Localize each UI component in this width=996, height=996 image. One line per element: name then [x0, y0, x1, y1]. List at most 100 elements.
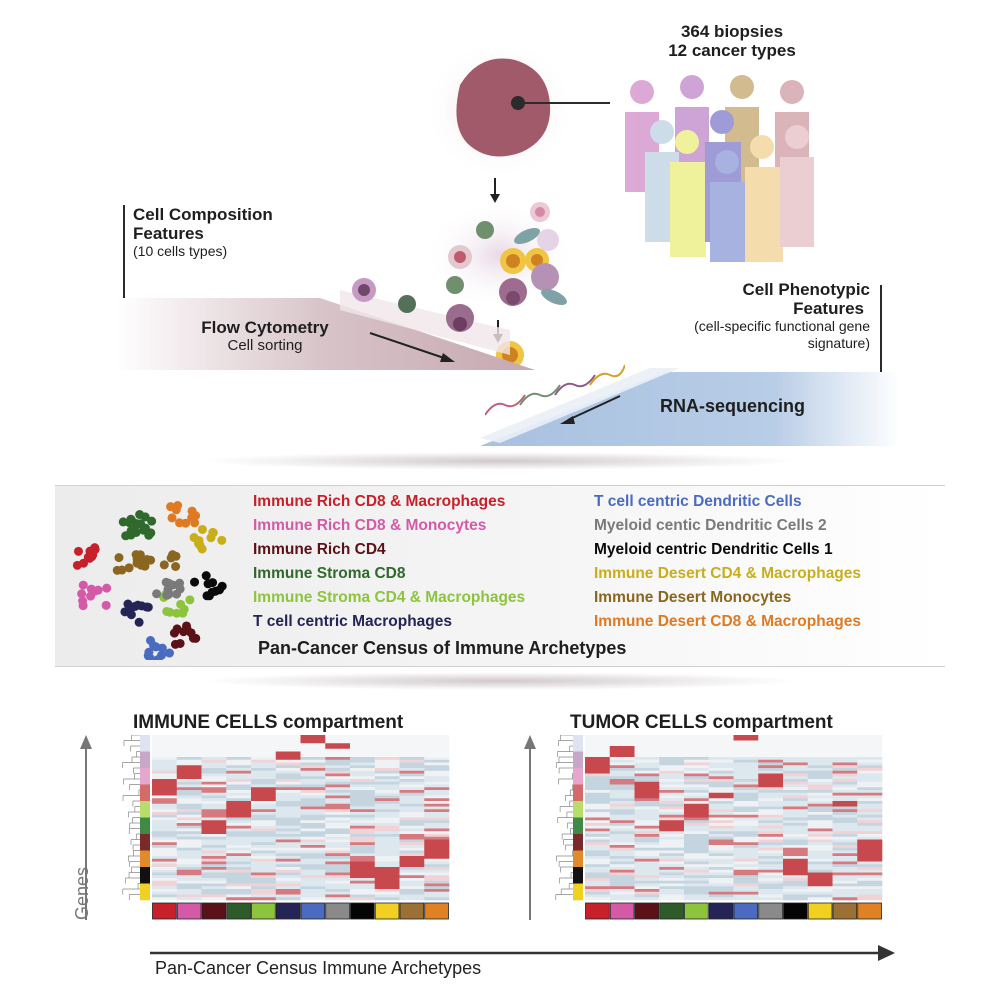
heatmap-cell [424, 809, 450, 813]
heatmap-cell [201, 864, 227, 868]
heatmap-cell [399, 891, 425, 895]
heatmap-cell [634, 825, 660, 829]
heatmap-cell [152, 878, 178, 882]
heatmap-cell [275, 812, 301, 816]
heatmap-cell [226, 773, 252, 777]
heatmap-cell [201, 856, 227, 860]
heatmap-cell [758, 812, 784, 816]
heatmap-cell [634, 759, 660, 763]
heatmap-cell [275, 787, 301, 791]
heatmap-cell [176, 845, 202, 849]
heatmap-cell [708, 891, 734, 895]
heatmap-cell [374, 836, 400, 840]
archetype-color-swatch [634, 902, 660, 920]
heatmap-cell [609, 856, 635, 860]
gene-cluster-color [140, 768, 150, 772]
heatmap-cell [201, 889, 227, 893]
heatmap-cell [275, 823, 301, 827]
heatmap-cell [634, 754, 660, 758]
heatmap-cell [424, 869, 450, 873]
heatmap-cell [807, 823, 833, 827]
heatmap-cell [374, 847, 400, 851]
heatmap-cell [424, 878, 450, 882]
heatmap-cell [857, 856, 883, 860]
heatmap-cell [758, 889, 784, 893]
heatmap-cell [424, 770, 450, 774]
heatmap-cell [708, 751, 734, 755]
heatmap-cell [832, 856, 858, 860]
heatmap-cell [176, 839, 202, 843]
heatmap-cell [176, 740, 202, 744]
heatmap-cell [708, 768, 734, 772]
heatmap-cell [684, 886, 710, 890]
heatmap-cell [424, 757, 450, 761]
heatmap-cell [807, 864, 833, 868]
heatmap-cell [275, 751, 301, 755]
heatmap-cell [176, 864, 202, 868]
heatmap-cell [226, 790, 252, 794]
heatmap-cell [783, 875, 809, 879]
heatmap-cell [585, 831, 611, 835]
gene-cluster-color [140, 776, 150, 780]
heatmap-cell [374, 776, 400, 780]
heatmap-cell [609, 792, 635, 796]
heatmap-cell [325, 803, 351, 807]
heatmap-cell [832, 886, 858, 890]
heatmap-cell [201, 792, 227, 796]
dendrogram-branch [559, 806, 573, 812]
dendrogram-branch [129, 784, 140, 790]
heatmap-cell [659, 746, 685, 750]
heatmap-cell [300, 770, 326, 774]
heatmap-cell [609, 776, 635, 780]
heatmap-cell [758, 875, 784, 879]
heatmap-cell [857, 842, 883, 846]
heatmap-cell [226, 842, 252, 846]
heatmap-cell [684, 759, 710, 763]
dendrogram-branch [569, 745, 573, 752]
dendrogram-branch [132, 800, 140, 807]
heatmap-cell [350, 845, 376, 849]
cluster-point [188, 633, 198, 643]
heatmap-cell [325, 798, 351, 802]
heatmap-cell [758, 847, 784, 851]
heatmap-cell [733, 787, 759, 791]
heatmap-cell [201, 858, 227, 862]
heatmap-cell [585, 762, 611, 766]
heatmap-cell [585, 817, 611, 821]
heatmap-cell [585, 751, 611, 755]
archetype-label: Immune Rich CD8 & Monocytes [253, 517, 487, 534]
heatmap-cell [300, 803, 326, 807]
heatmap-cell [783, 897, 809, 901]
heatmap-cell [684, 845, 710, 849]
heatmap-cell [832, 765, 858, 769]
heatmap-cell [300, 847, 326, 851]
heatmap-cell [857, 792, 883, 796]
heatmap-cell [684, 776, 710, 780]
heatmap-cell [152, 748, 178, 752]
gene-cluster-color [573, 869, 583, 873]
heatmap-cell [152, 740, 178, 744]
heatmap-cell [300, 809, 326, 813]
cluster-point [201, 571, 211, 581]
heatmap-cell [857, 834, 883, 838]
heatmap-cell [350, 790, 376, 794]
heatmap-cell [201, 847, 227, 851]
heatmap-cell [275, 759, 301, 763]
heatmap-cell [609, 869, 635, 873]
cluster-point [89, 586, 99, 596]
heatmap-cell [783, 751, 809, 755]
heatmap-cell [152, 834, 178, 838]
heatmap-cell [832, 748, 858, 752]
heatmap-cell [374, 801, 400, 805]
heatmap-cell [807, 867, 833, 871]
heatmap-cell [424, 858, 450, 862]
heatmap-cell [424, 891, 450, 895]
heatmap-cell [325, 746, 351, 750]
heatmap-cell [251, 850, 277, 854]
heatmap-cell [374, 867, 400, 871]
heatmap-cell [832, 894, 858, 898]
heatmap-cell [201, 872, 227, 876]
heatmap-cell [251, 897, 277, 901]
heatmap-cell [807, 836, 833, 840]
heatmap-cell [152, 875, 178, 879]
